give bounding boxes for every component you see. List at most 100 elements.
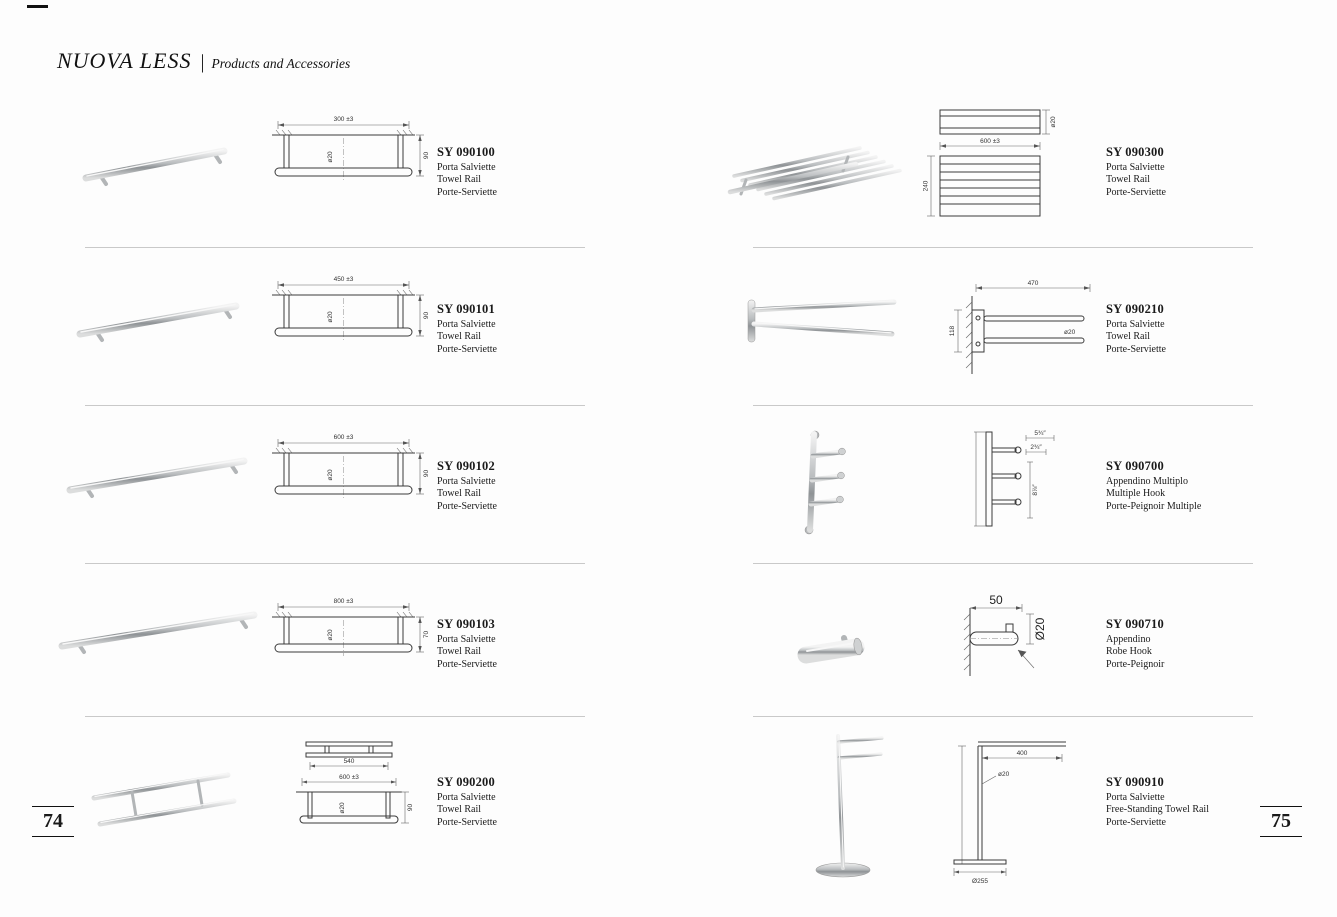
- dim-width-label: 400: [1017, 750, 1028, 757]
- dim-diameter-label: ø20: [339, 802, 346, 814]
- product-name-en: Towel Rail: [437, 804, 482, 815]
- product-code: SY 090210: [1106, 302, 1164, 316]
- product-name-fr: Porte-Peignoir: [1106, 658, 1165, 670]
- dim-width-label: 450 ±3: [334, 276, 354, 283]
- dim-inner-width-label: 540: [344, 758, 355, 765]
- product-info: SY 090700 Appendino Multiplo Multiple Ho…: [1106, 460, 1276, 513]
- product-info: SY 090210 Porta Salviette Towel Rail Por…: [1106, 303, 1276, 356]
- product-info: SY 090101 Porta Salviette Towel Rail Por…: [437, 303, 607, 356]
- product-name-it: Porta Salviette: [1106, 161, 1165, 173]
- tech-drawing-robe-hook: 50 Ø20: [963, 593, 1047, 676]
- product-code: SY 090103: [437, 617, 495, 631]
- header-subtitle: Products and Accessories: [211, 56, 351, 71]
- product-info: SY 090200 Porta Salviette Towel Rail Por…: [437, 776, 607, 829]
- dim-width-label: 600 ±3: [339, 774, 359, 781]
- product-photo-double-towel-rail: [91, 772, 237, 827]
- row-separator: [753, 405, 1253, 406]
- product-code: SY 090710: [1106, 617, 1164, 631]
- tech-drawing-swivel-towel-rail: 470 ø20 118: [949, 280, 1091, 374]
- page-number-right: 75: [1260, 806, 1302, 837]
- product-photo-towel-rail: [76, 302, 240, 342]
- header-divider: |: [200, 51, 205, 73]
- product-name-fr: Porte-Serviette: [437, 500, 497, 512]
- product-info: SY 090103 Porta Salviette Towel Rail Por…: [437, 618, 607, 671]
- product-name-fr: Porte-Peignoir Multiple: [1106, 500, 1202, 512]
- product-photo-towel-rack: [727, 146, 902, 201]
- dim-diameter-label: ø20: [327, 151, 334, 163]
- dim-diameter-label: ø20: [1064, 329, 1076, 336]
- product-name-it: Porta Salviette: [437, 475, 496, 487]
- product-name-en: Towel Rail: [437, 331, 482, 342]
- dim-a-label: 5¾″: [1034, 430, 1046, 437]
- product-name-fr: Porte-Serviette: [1106, 186, 1166, 198]
- product-name-fr: Porte-Serviette: [437, 186, 497, 198]
- tech-drawing-towel-rail: 800 ±3 ø20 70: [272, 598, 430, 656]
- dim-height-label: 90: [423, 312, 430, 320]
- page-number-left: 74: [32, 806, 74, 837]
- row-separator: [85, 405, 585, 406]
- page-number-right-value: 75: [1271, 810, 1291, 832]
- dim-width-label: 600 ±3: [980, 138, 1000, 145]
- dim-diameter-label: ø20: [998, 771, 1010, 778]
- dim-height-label: 70: [423, 631, 430, 639]
- product-name-fr: Porte-Serviette: [437, 816, 497, 828]
- product-name-it: Porta Salviette: [437, 318, 496, 330]
- product-name-it: Appendino: [1106, 633, 1151, 645]
- product-photo-floor-towel-stand: [815, 734, 884, 878]
- product-code: SY 090700: [1106, 459, 1164, 473]
- row-separator: [753, 716, 1253, 717]
- tech-drawing-towel-rail: 600 ±3 ø20 90: [272, 434, 430, 498]
- dim-width-label: 300 ±3: [334, 116, 354, 123]
- product-info: SY 090102 Porta Salviette Towel Rail Por…: [437, 460, 607, 513]
- product-name-it: Porta Salviette: [1106, 318, 1165, 330]
- dim-c-label: 8⅞″: [1032, 484, 1039, 496]
- product-name-en: Towel Rail: [1106, 174, 1151, 185]
- dim-width-label: 600 ±3: [334, 434, 354, 441]
- dim-height-label: 90: [423, 152, 430, 160]
- product-photo-towel-rail: [82, 147, 228, 186]
- product-info: SY 090910 Porta Salviette Free-Standing …: [1106, 776, 1276, 829]
- product-info: SY 090300 Porta Salviette Towel Rail Por…: [1106, 146, 1276, 199]
- product-code: SY 090300: [1106, 145, 1164, 159]
- dim-diameter-label: ø20: [1050, 116, 1057, 128]
- product-name-en: Towel Rail: [437, 646, 482, 657]
- product-name-fr: Porte-Serviette: [437, 658, 497, 670]
- row-separator: [85, 563, 585, 564]
- dim-height-label: 118: [949, 325, 956, 336]
- tech-drawing-towel-rail: 450 ±3 ø20 90: [272, 276, 430, 340]
- row-separator: [753, 247, 1253, 248]
- row-separator: [85, 247, 585, 248]
- product-name-it: Porta Salviette: [437, 161, 496, 173]
- tech-drawing-towel-rail: 300 ±3 ø20 90: [272, 116, 430, 180]
- product-name-en: Multiple Hook: [1106, 488, 1166, 499]
- product-name-en: Robe Hook: [1106, 646, 1152, 657]
- product-name-fr: Porte-Serviette: [1106, 343, 1166, 355]
- dim-height-label: 240: [923, 180, 930, 191]
- tech-drawing-double-towel-rail: 540 600 ±3 ø20 90: [296, 741, 414, 824]
- dim-base-label: Ø255: [972, 878, 988, 885]
- product-code: SY 090200: [437, 775, 495, 789]
- product-photo-towel-rail: [58, 611, 258, 654]
- product-name-it: Porta Salviette: [437, 791, 496, 803]
- product-photo-robe-hook: [797, 635, 865, 664]
- product-name-it: Porta Salviette: [1106, 791, 1165, 803]
- product-info: SY 090100 Porta Salviette Towel Rail Por…: [437, 146, 607, 199]
- dim-height-label: 90: [423, 470, 430, 478]
- product-name-it: Appendino Multiplo: [1106, 475, 1188, 487]
- dim-width-label: 470: [1028, 280, 1039, 287]
- page-header: NUOVA LESS|Products and Accessories: [57, 48, 350, 74]
- product-code: SY 090101: [437, 302, 495, 316]
- product-photo-swivel-towel-rail: [747, 299, 897, 343]
- product-name-en: Free-Standing Towel Rail: [1106, 804, 1209, 815]
- product-code: SY 090910: [1106, 775, 1164, 789]
- product-code: SY 090100: [437, 145, 495, 159]
- product-photo-towel-rail: [66, 457, 248, 498]
- dim-diameter-label: ø20: [327, 629, 334, 641]
- product-name-en: Towel Rail: [437, 488, 482, 499]
- dim-height-label: 90: [407, 804, 414, 812]
- dim-diameter-label: ø20: [327, 311, 334, 323]
- product-name-it: Porta Salviette: [437, 633, 496, 645]
- product-name-en: Towel Rail: [1106, 331, 1151, 342]
- dim-b-label: 2¾″: [1030, 444, 1042, 451]
- scan-mark: [27, 5, 48, 8]
